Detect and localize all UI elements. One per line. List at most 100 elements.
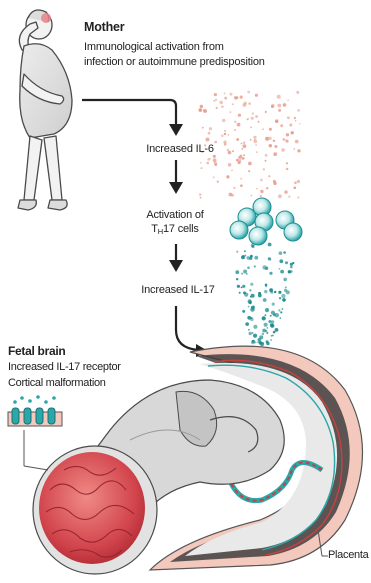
particle-dot xyxy=(243,154,245,156)
particle-dot xyxy=(285,261,288,264)
particle-dot xyxy=(240,184,243,187)
particle-dot xyxy=(252,245,254,247)
particle-dot xyxy=(286,162,288,164)
particle-dot xyxy=(248,306,250,308)
particle-dot xyxy=(253,325,257,329)
particle-dot xyxy=(243,270,247,274)
particle-dot xyxy=(237,285,240,288)
particle-dot xyxy=(248,162,252,166)
particle-dot xyxy=(233,187,235,189)
particle-dot xyxy=(201,167,203,169)
particle-dot xyxy=(229,193,233,197)
particle-dot xyxy=(221,134,224,137)
particle-dot xyxy=(287,99,289,101)
particle-dot xyxy=(273,140,275,142)
particle-dot xyxy=(203,109,205,111)
particle-dot xyxy=(238,157,240,159)
step2-line2: TH17 cells xyxy=(130,222,220,239)
particle-dot xyxy=(262,333,265,336)
particle-dot xyxy=(230,111,232,113)
particle-dot xyxy=(299,123,301,125)
particle-dot xyxy=(243,291,246,294)
arrow-down-icon xyxy=(169,124,183,136)
particle-dot xyxy=(241,255,245,259)
particle-dot xyxy=(263,168,265,170)
particle-dot xyxy=(294,182,297,185)
particle-dot xyxy=(279,268,281,270)
particle-dot xyxy=(238,159,242,163)
particle-dot xyxy=(290,270,293,273)
particle-dot xyxy=(266,342,269,345)
particle-dot xyxy=(297,109,300,112)
particle-dot xyxy=(236,138,239,141)
il17-particles xyxy=(235,243,294,347)
particle-dot xyxy=(266,187,268,189)
arrow-down-icon xyxy=(169,260,183,272)
particle-dot xyxy=(246,256,250,260)
particle-dot xyxy=(240,178,242,180)
particle-dot xyxy=(251,117,254,120)
particle-dot xyxy=(248,301,252,305)
particle-dot xyxy=(250,307,254,311)
particle-dot xyxy=(250,127,252,129)
particle-dot xyxy=(297,196,299,198)
particle-dot xyxy=(268,175,270,177)
particle-dot xyxy=(231,170,233,172)
particle-dot xyxy=(284,190,287,193)
particle-dot xyxy=(234,129,236,131)
particle-dot xyxy=(255,115,258,118)
particle-dot xyxy=(242,285,245,288)
particle-dot xyxy=(281,148,285,152)
mother-description-line1: Immunological activation from xyxy=(84,40,294,55)
particle-dot xyxy=(209,127,212,130)
step-increased-il17: Increased IL-17 xyxy=(128,284,228,296)
particle-dot xyxy=(278,291,281,294)
particle-dot xyxy=(274,291,276,293)
particle-dot xyxy=(241,143,243,145)
particle-dot xyxy=(291,131,294,134)
particle-dot xyxy=(250,139,252,141)
particle-dot xyxy=(265,111,267,113)
particle-dot xyxy=(222,119,225,122)
particle-dot xyxy=(215,99,217,101)
particle-dot xyxy=(281,294,285,298)
particle-dot xyxy=(242,157,245,160)
particle-dot xyxy=(286,133,289,136)
particle-dot xyxy=(283,103,287,107)
step2-suffix: 17 cells xyxy=(163,223,199,235)
particle-dot xyxy=(270,315,272,317)
particle-dot xyxy=(256,151,258,153)
particle-dot xyxy=(273,313,276,316)
particle-dot xyxy=(213,100,215,102)
particle-dot xyxy=(244,250,246,252)
particle-dot xyxy=(202,127,204,129)
particle-dot xyxy=(265,154,268,157)
arrow-mother-to-il6 xyxy=(82,100,176,126)
particle-dot xyxy=(200,162,202,164)
particle-dot xyxy=(224,133,226,135)
particle-dot xyxy=(250,283,253,286)
particle-dot xyxy=(217,181,219,183)
particle-dot xyxy=(269,272,272,275)
brain xyxy=(33,446,157,574)
particle-dot xyxy=(219,101,223,105)
particle-dot xyxy=(263,298,267,302)
particle-dot xyxy=(258,292,261,295)
particle-dot xyxy=(221,105,224,108)
particle-dot xyxy=(279,297,281,299)
particle-dot xyxy=(278,109,281,112)
particle-dot xyxy=(249,332,252,335)
particle-dot xyxy=(283,278,287,282)
particle-dot xyxy=(228,151,232,155)
particle-dot xyxy=(239,292,241,294)
particle-dot xyxy=(213,176,215,178)
particle-dot xyxy=(269,144,272,147)
particle-dot xyxy=(252,112,254,114)
particle-dot xyxy=(241,148,243,150)
particle-dot xyxy=(278,194,282,198)
particle-dot xyxy=(228,163,232,167)
particle-dot xyxy=(252,332,254,334)
particle-dot xyxy=(199,193,201,195)
particle-dot xyxy=(270,259,272,261)
mother-title: Mother xyxy=(84,20,124,34)
